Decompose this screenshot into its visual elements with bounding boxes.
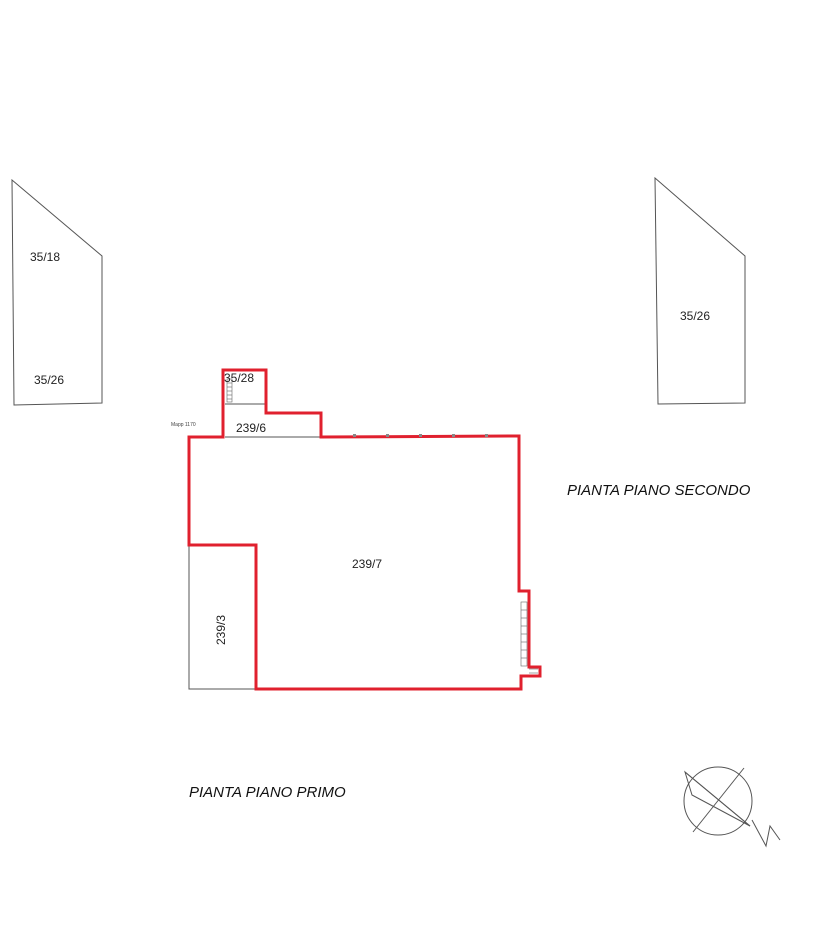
parcel-side: 239/3: [188, 545, 256, 690]
north-letter-icon: [751, 819, 781, 848]
parcel-left: 35/18 35/26: [11, 178, 103, 406]
parcel-right: 35/26: [654, 176, 746, 405]
stair-top-outline: [226, 378, 233, 403]
parcel-right-label: 35/26: [680, 309, 710, 323]
unit-boundary: [187, 368, 542, 691]
parcel-left-top-label: 35/18: [30, 250, 60, 264]
marker: [353, 434, 356, 437]
parcel-side-outline: [188, 545, 256, 690]
first-floor-title: PIANTA PIANO PRIMO: [189, 784, 346, 801]
parcel-side-label: 239/3: [214, 615, 228, 645]
stair-hatch-top: [226, 378, 233, 403]
parcel-left-bottom-label: 35/26: [34, 373, 64, 387]
top-edge-markers: [353, 434, 488, 437]
second-floor-title: PIANTA PIANO SECONDO: [567, 482, 751, 499]
compass-circle: [683, 766, 753, 836]
north-arrow-icon: [683, 766, 781, 848]
marker: [386, 434, 389, 437]
marker: [419, 434, 422, 437]
mapp-note: Mapp 1170: [171, 422, 196, 428]
marker: [485, 434, 488, 437]
parcel-small-top-label: 35/28: [224, 371, 254, 385]
parcel-main-label: 239/7: [352, 557, 382, 571]
parcel-strip: 239/6 Mapp 1170: [171, 403, 321, 438]
marker: [452, 434, 455, 437]
parcel-right-outline: [654, 176, 746, 405]
parcel-left-outline: [11, 178, 103, 406]
stair-hatch-right: [520, 601, 538, 674]
parcel-strip-label: 239/6: [236, 421, 266, 435]
